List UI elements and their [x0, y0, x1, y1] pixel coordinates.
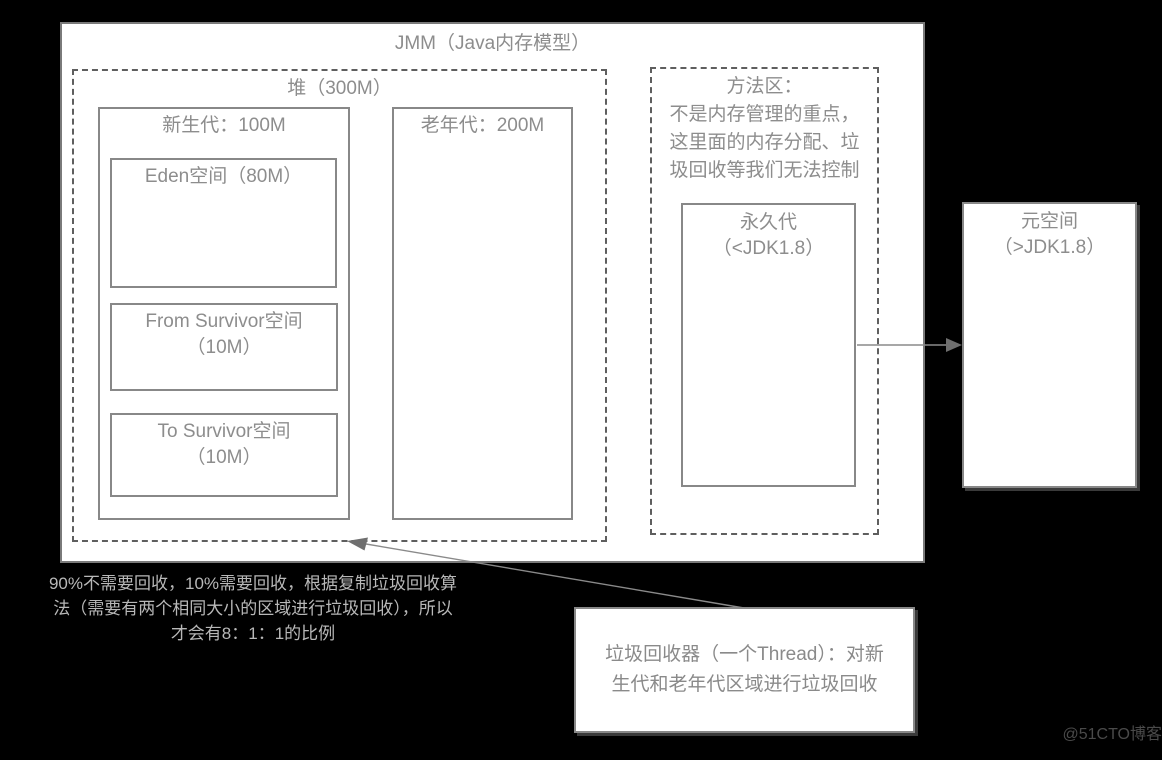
- to-survivor-box: [110, 413, 338, 497]
- gc-note-line2: 生代和老年代区域进行垃圾回收: [611, 674, 878, 695]
- method-area-title: 方法区：: [726, 76, 803, 97]
- watermark: @51CTO博客: [1062, 726, 1162, 743]
- jmm-title: JMM（Java内存模型）: [394, 33, 591, 54]
- old-gen-box: [392, 107, 573, 520]
- heap-label: 堆（300M）: [287, 78, 392, 99]
- eden-box: [110, 158, 337, 288]
- method-area-desc-line1: 不是内存管理的重点，: [669, 104, 860, 125]
- from-survivor-line1: From Survivor空间: [145, 311, 303, 332]
- method-area-text: 方法区： 不是内存管理的重点， 这里面的内存分配、垃 圾回收等我们无法控制: [652, 73, 877, 185]
- to-survivor-line1: To Survivor空间: [157, 421, 291, 442]
- ratio-note-line1: 90%不需要回收，10%需要回收，根据复制垃圾回收算: [48, 574, 458, 593]
- method-area-dashed-box: [650, 67, 879, 535]
- ratio-note: 90%不需要回收，10%需要回收，根据复制垃圾回收算 法（需要有两个相同大小的区…: [22, 571, 484, 646]
- metaspace-box: [962, 202, 1137, 488]
- perm-gen-line2: （<JDK1.8）: [712, 238, 825, 259]
- from-survivor-line2: （10M）: [186, 337, 262, 358]
- gc-note-box: [574, 607, 915, 733]
- perm-gen-label: 永久代 （<JDK1.8）: [681, 210, 856, 262]
- perm-gen-line1: 永久代: [739, 212, 797, 233]
- method-area-desc-line2: 这里面的内存分配、垃: [669, 132, 860, 153]
- metaspace-label: 元空间 （>JDK1.8）: [962, 209, 1137, 261]
- ratio-note-line3: 才会有8：1：1的比例: [170, 624, 336, 643]
- from-survivor-box: [110, 303, 338, 391]
- from-survivor-label: From Survivor空间 （10M）: [110, 309, 338, 361]
- old-gen-label: 老年代：200M: [420, 115, 545, 136]
- eden-label: Eden空间（80M）: [144, 166, 303, 187]
- perm-gen-box: [681, 203, 856, 487]
- gc-note-line1: 垃圾回收器（一个Thread）：对新: [605, 644, 884, 665]
- metaspace-line1: 元空间: [1020, 211, 1078, 232]
- method-area-desc-line3: 圾回收等我们无法控制: [669, 160, 860, 181]
- to-survivor-line2: （10M）: [186, 447, 262, 468]
- ratio-note-line2: 法（需要有两个相同大小的区域进行垃圾回收），所以: [53, 599, 453, 618]
- metaspace-line2: （>JDK1.8）: [993, 237, 1106, 258]
- young-gen-label: 新生代：100M: [162, 115, 286, 136]
- heap-dashed-box: [72, 69, 607, 542]
- to-survivor-label: To Survivor空间 （10M）: [110, 419, 338, 471]
- gc-note-text: 垃圾回收器（一个Thread）：对新 生代和老年代区域进行垃圾回收: [574, 607, 915, 733]
